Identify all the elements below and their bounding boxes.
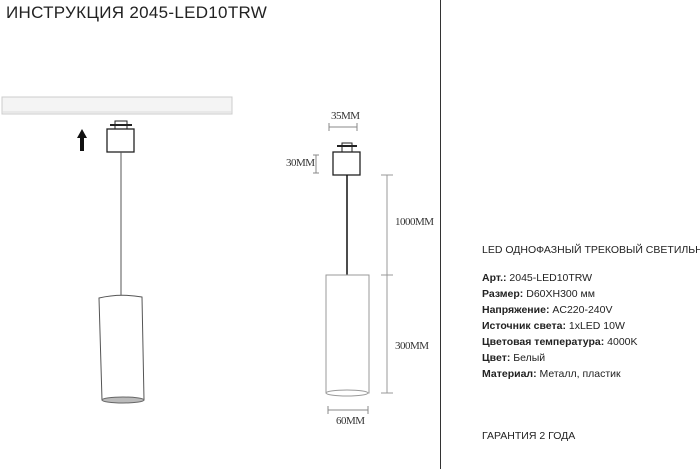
track-rail — [1, 96, 233, 115]
spec-voltage: Напряжение: AC220-240V — [482, 304, 613, 316]
lamp-body — [325, 274, 370, 394]
dim-cord-length: 1000MM — [395, 216, 434, 228]
dim-width-top: 35MM — [331, 110, 360, 122]
spec-color-temperature: Цветовая температура: 4000K — [482, 336, 638, 348]
lamp-lens — [101, 396, 145, 404]
dimension-drawing — [313, 123, 393, 414]
spec-article: Арт.: 2045-LED10TRW — [482, 272, 593, 284]
dim-adapter-height: 30MM — [286, 157, 315, 169]
dim-body-height: 300MM — [395, 340, 429, 352]
track-adapter — [332, 151, 361, 176]
spec-size: Размер: D60XH300 мм — [482, 288, 595, 300]
page-title: ИНСТРУКЦИЯ 2045-LED10TRW — [6, 3, 268, 22]
installation-drawing — [1, 96, 233, 404]
spec-color: Цвет: Белый — [482, 352, 546, 364]
track-adapter — [106, 128, 135, 153]
dim-diameter: 60MM — [336, 415, 365, 427]
product-type: LED ОДНОФАЗНЫЙ ТРЕКОВЫЙ СВЕТИЛЬНИК — [482, 244, 700, 256]
spec-material: Материал: Металл, пластик — [482, 368, 621, 380]
arrow-up-icon — [77, 129, 87, 151]
lamp-body — [98, 294, 145, 401]
divider — [440, 0, 441, 469]
spec-light-source: Источник света: 1xLED 10W — [482, 320, 625, 332]
warranty: ГАРАНТИЯ 2 ГОДА — [482, 430, 576, 442]
